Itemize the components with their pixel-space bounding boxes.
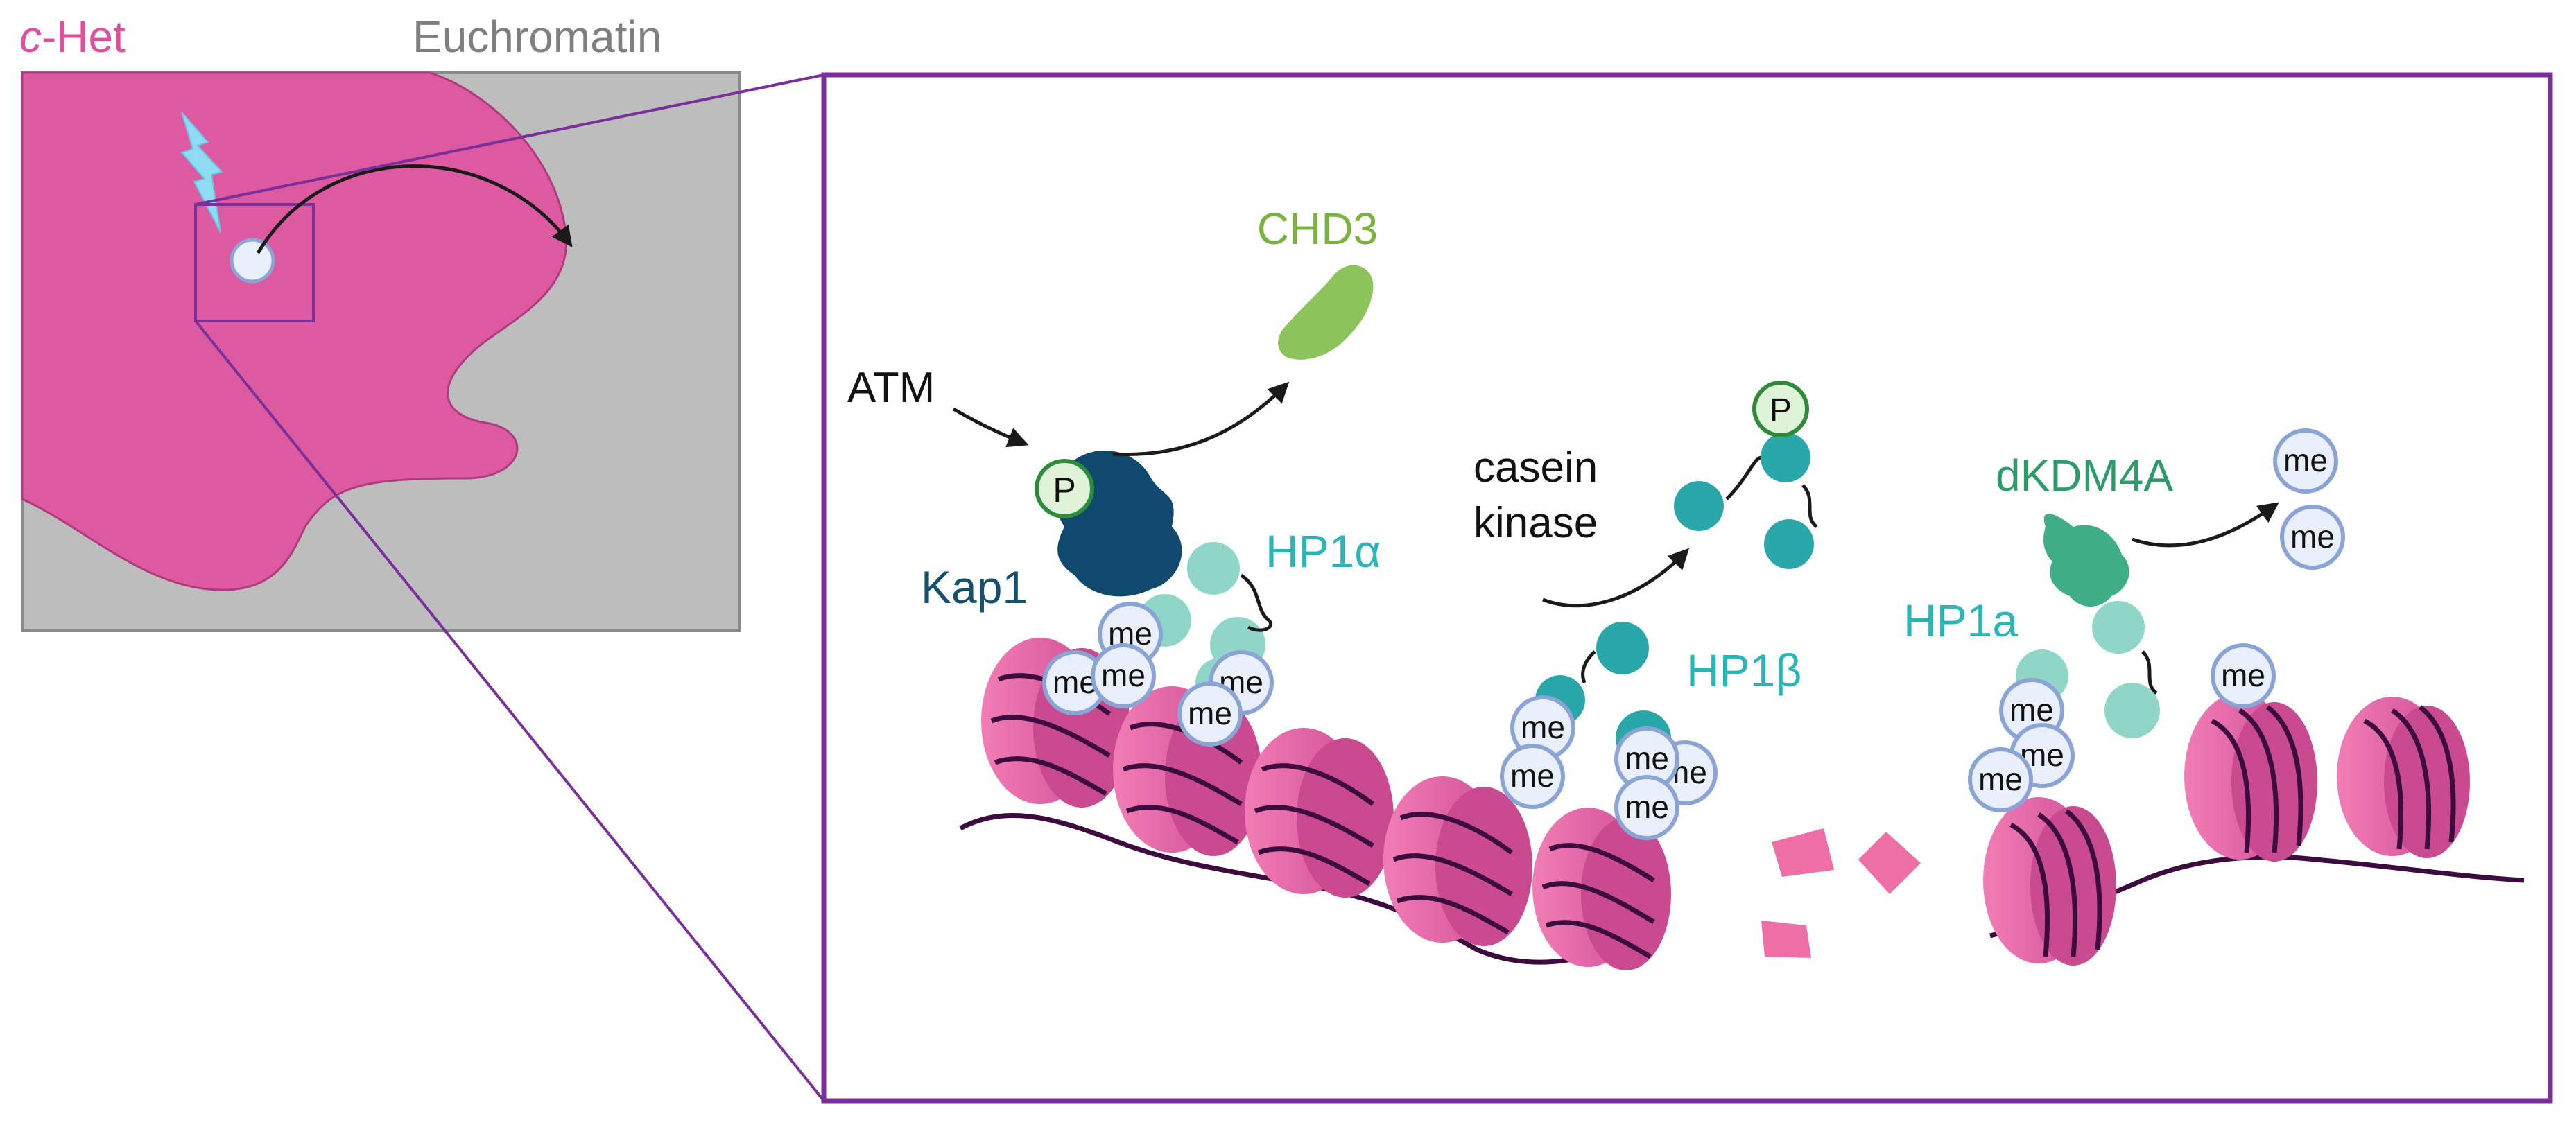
methyl-mark-label: me	[1053, 664, 1097, 700]
overview-panel: c-Het Euchromatin	[19, 12, 741, 632]
atm-arrow	[952, 407, 1029, 448]
nucleosome	[1532, 808, 1671, 970]
removed-methyl-mark: me	[2280, 505, 2345, 570]
methyl-mark: me	[1500, 744, 1565, 809]
released-hp1-beta	[1674, 433, 1818, 569]
dkdm4a-label: dKDM4A	[1996, 451, 2173, 500]
detail-frame	[821, 72, 2553, 1104]
detail-panel: ATM P Kap1 CHD3 HP1α casein kinase	[821, 72, 2553, 1104]
kap1-label: Kap1	[921, 561, 1028, 613]
methyl-mark-label: me	[2290, 518, 2335, 555]
hp1a-label: HP1a	[1903, 595, 2018, 646]
nucleosome	[2337, 697, 2470, 858]
nucleosome	[1983, 797, 2116, 966]
chd3-protein	[1278, 265, 1374, 360]
casein-kinase-label-line1: casein	[1473, 444, 1598, 491]
methyl-mark: me	[1614, 726, 1679, 792]
methyl-mark-label: me	[2283, 442, 2328, 478]
methyl-mark: me	[1042, 650, 1107, 715]
c-het-label-italic: c	[19, 12, 42, 62]
zoom-line-bottom	[194, 320, 825, 1102]
kap1-phospho: P	[1035, 459, 1094, 518]
methyl-mark-label: me	[1625, 789, 1669, 825]
c-het-label: c-Het	[19, 12, 126, 62]
hp1-beta-phospho-label: P	[1770, 392, 1792, 429]
methyl-mark-label: me	[2221, 657, 2265, 693]
hp1-beta-label: HP1β	[1686, 645, 1801, 696]
methyl-mark-label: me	[1188, 695, 1232, 731]
methyl-mark: me	[1091, 643, 1156, 708]
demethylation-arrow	[2132, 502, 2279, 548]
nucleosome	[1383, 776, 1532, 946]
damage-site-box	[194, 203, 315, 322]
hp1-beta-phospho: P	[1752, 381, 1809, 437]
histone-fragment	[1858, 832, 1921, 894]
methyl-mark: me	[1177, 681, 1243, 747]
c-het-label-rest: -Het	[42, 12, 126, 62]
methyl-mark: me	[1968, 747, 2033, 812]
methyl-mark-label: me	[2009, 692, 2054, 728]
methyl-mark-label: me	[1521, 709, 1565, 745]
methyl-mark-label: me	[1510, 758, 1555, 794]
histone-fragment	[1761, 921, 1811, 958]
methyl-mark: me	[1614, 775, 1679, 840]
chd3-release-arrow	[1112, 381, 1290, 457]
casein-kinase-label-line2: kinase	[1473, 499, 1598, 547]
methyl-mark-label: me	[1101, 657, 1146, 693]
chd3-label: CHD3	[1257, 204, 1378, 254]
euchromatin-label: Euchromatin	[413, 12, 662, 62]
relocalization-arrow	[256, 164, 573, 254]
methyl-mark: me	[1510, 695, 1575, 760]
removed-methyl-mark: me	[2273, 428, 2338, 494]
zoom-line-top	[195, 73, 824, 206]
hp1-alpha-label: HP1α	[1265, 525, 1381, 577]
kap1-phospho-label: P	[1053, 471, 1075, 509]
methyl-mark-label: me	[1625, 740, 1669, 776]
dkdm4a-protein	[2043, 514, 2129, 607]
nucleosome	[1245, 728, 1394, 898]
damage-focus	[230, 238, 275, 284]
atm-label: ATM	[847, 364, 935, 412]
histone-fragment	[1772, 828, 1834, 877]
casein-kinase-arrow	[1542, 548, 1690, 608]
nucleosome	[2184, 693, 2317, 862]
methyl-mark-label: me	[1978, 761, 2023, 797]
methyl-mark: me	[2211, 643, 2276, 708]
